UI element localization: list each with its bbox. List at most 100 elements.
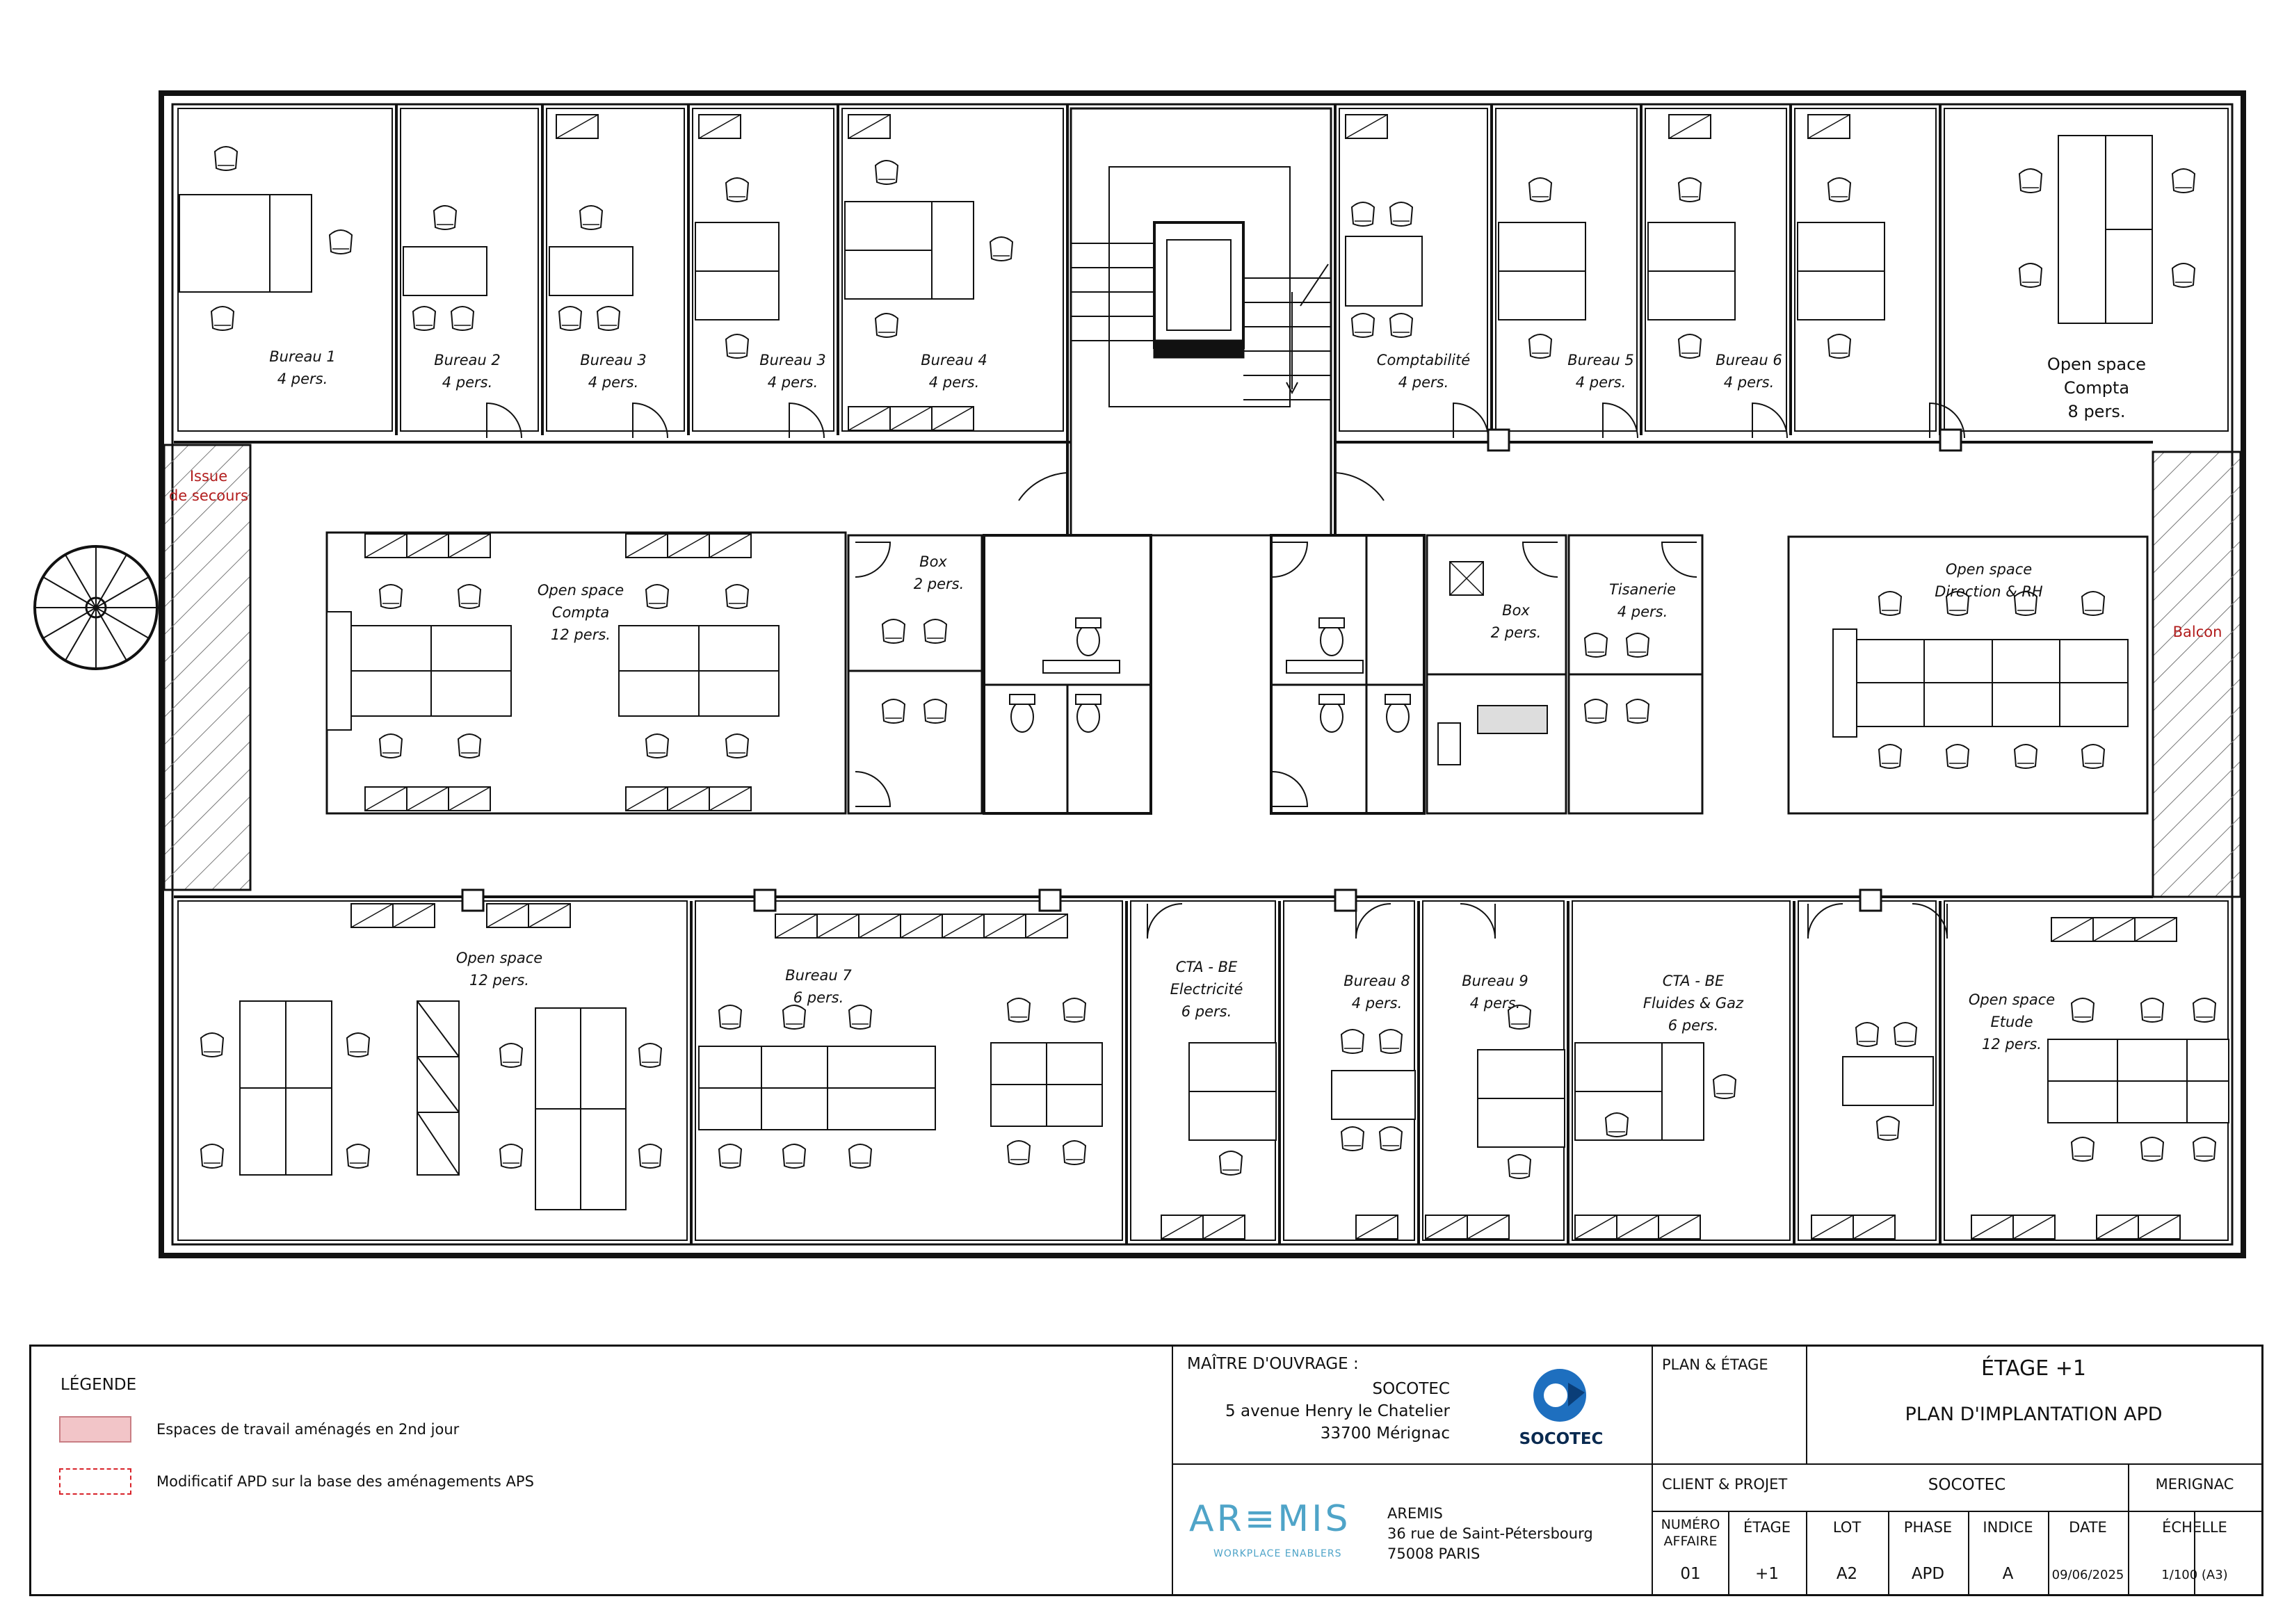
top-row-walls — [174, 104, 2229, 535]
label-issue: Issue — [190, 468, 227, 485]
indice-label: INDICE — [1983, 1519, 2033, 1536]
label-bureau-3: Bureau 3 — [580, 352, 646, 368]
plan-label: PLAN & ÉTAGE — [1662, 1356, 1768, 1373]
label-openspace-compta-top-2: Compta — [2064, 378, 2129, 398]
outer-walls — [159, 90, 2246, 1258]
echelle-value: 1/100 (A3) — [2161, 1568, 2228, 1582]
label-bureau-9: Bureau 9 — [1462, 973, 1528, 989]
label-openspace-compta-top: Open space — [2047, 355, 2146, 374]
designer-name: AREMIS — [1387, 1505, 1443, 1522]
stair-core — [1018, 107, 1385, 537]
legend-swatch-dash — [59, 1468, 131, 1495]
label-cta-fluides: CTA - BE — [1663, 973, 1725, 989]
label-cta-elec: CTA - BE — [1176, 959, 1238, 975]
etage-value: +1 — [1755, 1565, 1779, 1583]
label-openspace-compta-mid: Open space — [538, 582, 624, 599]
owner-address-2: 33700 Mérignac — [1320, 1424, 1450, 1443]
owner-heading: MAÎTRE D'OUVRAGE : — [1187, 1355, 1359, 1373]
legend: LÉGENDE Espaces de travail aménagés en 2… — [31, 1347, 1172, 1594]
cap-box-2: 2 pers. — [1491, 624, 1542, 641]
label-cta-fluides-2: Fluides & Gaz — [1643, 995, 1744, 1012]
toilets — [1009, 561, 1484, 733]
cap-bureau-6: 4 pers. — [1724, 374, 1775, 391]
socotec-logo-text: SOCOTEC — [1519, 1430, 1604, 1448]
cap-bureau-4: 4 pers. — [929, 374, 980, 391]
designer-address-1: 36 rue de Saint-Pétersbourg — [1387, 1525, 1593, 1542]
cap-bureau-9: 4 pers. — [1470, 995, 1521, 1012]
middle-zone-walls — [325, 531, 2149, 815]
room-labels: Bureau 1 4 pers. Bureau 2 4 pers. Bureau… — [169, 348, 2222, 1053]
cap-bureau-7: 6 pers. — [793, 989, 844, 1006]
cap-bureau-3b: 4 pers. — [768, 374, 818, 391]
client-label: CLIENT & PROJET — [1662, 1476, 1788, 1493]
label-openspace-etude-2: Etude — [1990, 1014, 2033, 1030]
date-value: 09/06/2025 — [2051, 1568, 2124, 1582]
cap-cta-elec: 6 pers. — [1181, 1003, 1232, 1020]
owner-name: SOCOTEC — [1372, 1380, 1450, 1398]
balcon-zone — [2152, 450, 2242, 898]
issue-de-secours-zone — [163, 444, 252, 891]
label-box-1: Box — [919, 553, 947, 570]
phase-label: PHASE — [1903, 1519, 1953, 1536]
legend-item-2: Modificatif APD sur la base des aménagem… — [156, 1473, 534, 1490]
desks — [179, 135, 2229, 1210]
floor-title: ÉTAGE +1 — [1981, 1356, 2086, 1381]
plan-title: PLAN D'IMPLANTATION APD — [1905, 1404, 2163, 1425]
label-bureau-6: Bureau 6 — [1716, 352, 1782, 368]
label-comptabilite: Comptabilité — [1377, 352, 1470, 368]
label-bureau-2: Bureau 2 — [434, 352, 500, 368]
label-openspace-etude: Open space — [1969, 991, 2055, 1008]
lot-value: A2 — [1836, 1565, 1858, 1583]
cap-bureau-5: 4 pers. — [1576, 374, 1627, 391]
numero-value: 01 — [1680, 1565, 1701, 1583]
label-bureau-4: Bureau 4 — [921, 352, 987, 368]
aremis-logo: AR≡MIS — [1189, 1498, 1351, 1540]
legend-item-1: Espaces de travail aménagés en 2nd jour — [156, 1421, 460, 1438]
label-bureau-7: Bureau 7 — [785, 967, 852, 984]
label-bureau-1: Bureau 1 — [269, 348, 335, 365]
project-name: MERIGNAC — [2155, 1476, 2234, 1493]
cap-openspace-compta-mid: 12 pers. — [551, 626, 611, 643]
cap-box-1: 2 pers. — [914, 576, 965, 592]
label-bureau-8: Bureau 8 — [1343, 973, 1410, 989]
label-balcon: Balcon — [2173, 624, 2222, 640]
indice-value: A — [2002, 1565, 2014, 1583]
title-block: LÉGENDE Espaces de travail aménagés en 2… — [29, 1345, 2263, 1596]
cap-tisanerie: 4 pers. — [1617, 603, 1668, 620]
echelle-label: ÉCHELLE — [2162, 1519, 2227, 1536]
cap-openspace-etude: 12 pers. — [1982, 1036, 2042, 1053]
columns — [461, 428, 1962, 912]
cap-openspace-compta-top: 8 pers. — [2068, 402, 2126, 421]
label-box-2: Box — [1502, 602, 1530, 619]
legend-swatch-fill — [59, 1416, 131, 1443]
cap-cta-fluides: 6 pers. — [1668, 1017, 1719, 1034]
cap-comptabilite: 4 pers. — [1398, 374, 1449, 391]
numero-label: NUMÉRO AFFAIRE — [1661, 1517, 1720, 1549]
lot-label: LOT — [1832, 1519, 1862, 1536]
label-openspace-bottom: Open space — [456, 950, 542, 966]
socotec-logo-icon — [1533, 1369, 1586, 1422]
spiral-staircase — [33, 545, 159, 670]
label-cta-elec-2: Electricité — [1170, 981, 1243, 998]
doors — [486, 402, 1965, 939]
label-openspace-direction-2: Direction & RH — [1935, 583, 2043, 600]
floor-plan: Bureau 1 4 pers. Bureau 2 4 pers. Bureau… — [33, 90, 2246, 1258]
owner-address-1: 5 avenue Henry le Chatelier — [1225, 1402, 1450, 1420]
etage-label: ÉTAGE — [1743, 1519, 1791, 1536]
cap-openspace-bottom: 12 pers. — [469, 972, 529, 989]
cap-bureau-3: 4 pers. — [588, 374, 639, 391]
label-bureau-3b: Bureau 3 — [759, 352, 825, 368]
bottom-row-walls — [174, 895, 2229, 1244]
cap-bureau-8: 4 pers. — [1352, 995, 1403, 1012]
label-openspace-compta-mid-2: Compta — [552, 604, 609, 621]
legend-title: LÉGENDE — [60, 1376, 137, 1394]
aremis-tagline: WORKPLACE ENABLERS — [1213, 1548, 1342, 1559]
label-openspace-direction: Open space — [1946, 561, 2032, 578]
date-label: DATE — [2069, 1519, 2107, 1536]
label-bureau-5: Bureau 5 — [1567, 352, 1633, 368]
label-issue-2: de secours — [169, 487, 248, 504]
cap-bureau-2: 4 pers. — [442, 374, 493, 391]
label-tisanerie: Tisanerie — [1609, 581, 1676, 598]
designer-address-2: 75008 PARIS — [1387, 1545, 1480, 1562]
phase-value: APD — [1911, 1565, 1945, 1583]
